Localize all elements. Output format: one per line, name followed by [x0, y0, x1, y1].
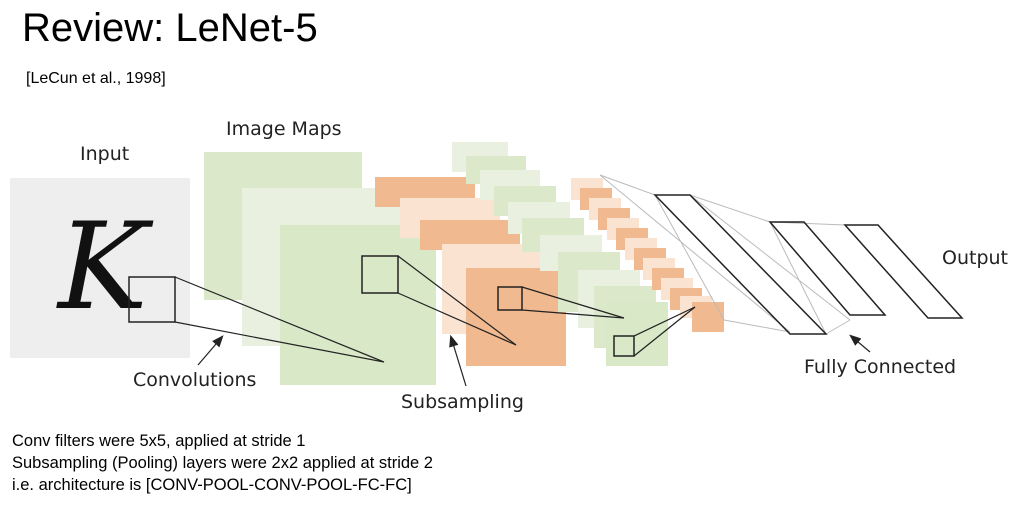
convolutions-label: Convolutions — [133, 369, 256, 391]
input-receptive-field — [128, 276, 176, 323]
input-image — [10, 178, 190, 358]
pool1-receptive-field — [497, 286, 523, 311]
note-line: Subsampling (Pooling) layers were 2x2 ap… — [12, 454, 433, 472]
output-label: Output — [942, 247, 1008, 269]
fully-connected-arrow — [849, 334, 871, 353]
note-line: Conv filters were 5x5, applied at stride… — [12, 432, 306, 450]
pool2-map-14 — [692, 302, 724, 332]
conv1-receptive-field — [361, 255, 399, 294]
input-glyph: K — [56, 198, 154, 337]
fc-layers — [653, 194, 964, 335]
subsampling-arrow — [449, 334, 467, 387]
input-label: Input — [80, 143, 129, 165]
fc-layer-2 — [768, 221, 887, 316]
convolutions-arrow — [197, 335, 224, 366]
subsampling-label: Subsampling — [401, 391, 524, 413]
slide-title: Review: LeNet-5 — [22, 6, 318, 50]
projection-lines — [174, 255, 696, 363]
conv2-receptive-field — [613, 335, 635, 357]
conv1-map-3 — [280, 225, 436, 385]
notes: Conv filters were 5x5, applied at stride… — [12, 430, 433, 496]
fc-layer-3 — [843, 224, 964, 319]
lenet-diagram: Input K Image Maps — [10, 118, 1008, 413]
fully-connected-label: Fully Connected — [804, 356, 956, 378]
image-maps-label: Image Maps — [226, 118, 342, 140]
pool1-map-5 — [466, 268, 566, 366]
citation: [LeCun et al., 1998] — [26, 70, 166, 87]
note-line: i.e. architecture is [CONV-POOL-CONV-POO… — [12, 476, 412, 494]
fc-layer-1 — [653, 194, 828, 335]
